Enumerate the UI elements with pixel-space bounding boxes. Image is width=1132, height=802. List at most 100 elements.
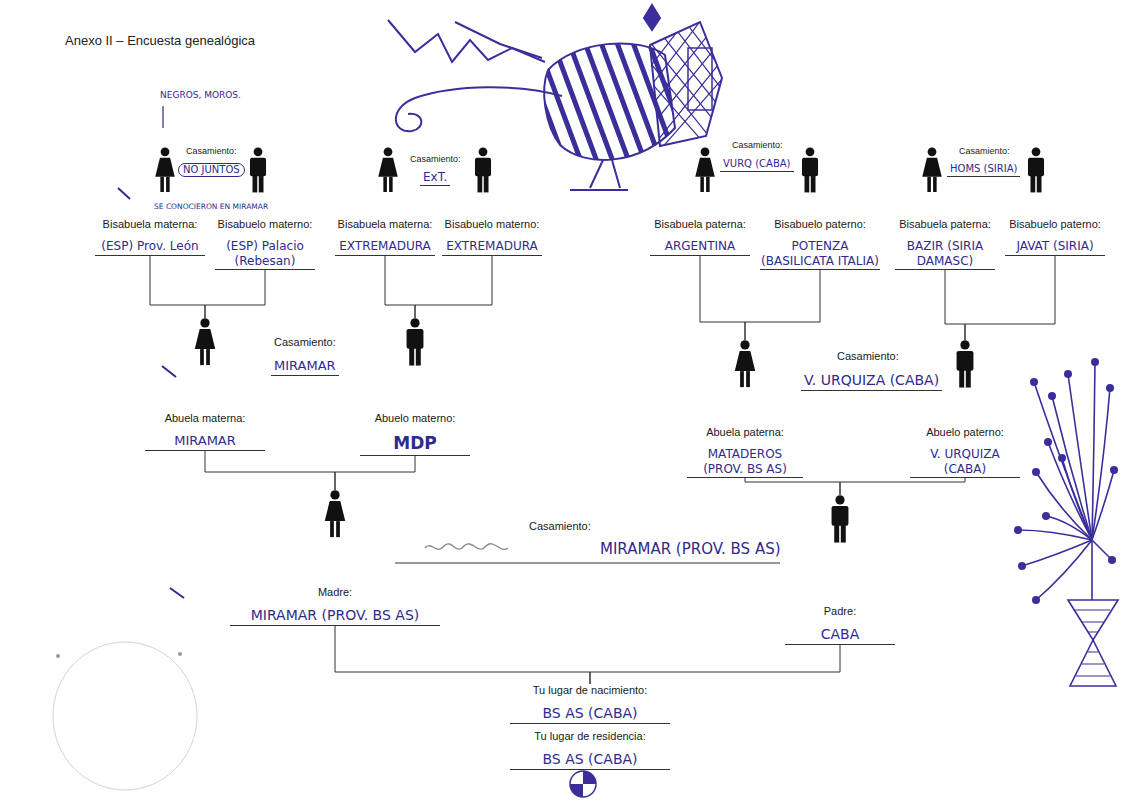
family-bracket <box>945 270 965 340</box>
family-bracket <box>965 256 1055 340</box>
family-bracket <box>385 256 415 318</box>
ball-doodle <box>570 771 596 797</box>
person-icon <box>1028 147 1044 192</box>
field-value: BS AS (CABA) <box>510 705 670 724</box>
person-icon <box>403 318 427 366</box>
marriage-label: Casamiento: <box>837 350 899 363</box>
field-label: Tu lugar de nacimiento: <box>510 684 670 697</box>
tick-mark <box>118 188 130 199</box>
handwritten-note: MIRAMAR <box>271 358 339 376</box>
field-value: MDP <box>360 433 470 455</box>
person-field: Bisabuela materna: (ESP) Prov. León <box>95 218 205 256</box>
family-bracket <box>205 270 265 318</box>
scribble <box>425 544 508 550</box>
person-field: Bisabuela paterna: BAZIR (SIRIA DAMASC) <box>895 218 995 270</box>
note-leader <box>162 106 163 128</box>
field-label: Bisabuela materna: <box>335 218 435 231</box>
handwritten-note: HOMS (SIRIA) <box>947 163 1020 177</box>
person-field: Abuelo paterno: V. URQUIZA (CABA) <box>910 340 1020 478</box>
field-label: Tu lugar de residencia: <box>510 730 670 743</box>
marriage-label: Casamiento: <box>274 336 336 349</box>
marriage-line <box>395 563 780 564</box>
person-field: Madre: MIRAMAR (PROV. BS AS) <box>230 490 440 626</box>
field-value: V. URQUIZA (CABA) <box>910 447 1020 478</box>
person-icon <box>193 318 217 366</box>
field-value: POTENZA (BASILICATA ITALIA) <box>760 239 880 270</box>
field-value: (ESP) Prov. León <box>95 239 205 255</box>
person-field: Bisabuela paterna: ARGENTINA <box>650 218 750 256</box>
field-value: JAVAT (SIRIA) <box>1005 239 1105 255</box>
family-bracket <box>335 456 415 490</box>
field-label: Abuela paterna: <box>687 426 803 439</box>
person-field: Bisabuelo materno: (ESP) Palacio (Rebesan… <box>215 218 315 270</box>
field-value: (ESP) Palacio (Rebesan) <box>215 239 315 270</box>
family-bracket <box>335 626 590 684</box>
field-label: Abuela materna: <box>145 412 265 425</box>
family-bracket <box>745 478 840 495</box>
handwritten-note: V. URQUIZA (CABA) <box>801 372 942 391</box>
person-icon <box>695 147 714 192</box>
field-value: CABA <box>785 626 895 645</box>
family-bracket <box>745 270 820 340</box>
field-label: Bisabuela paterna: <box>895 218 995 231</box>
person-icon <box>802 147 818 192</box>
person-icon <box>922 147 941 192</box>
field-value: ARGENTINA <box>650 239 750 255</box>
field-label: Bisabuelo materno: <box>442 218 542 231</box>
person-field: Tu lugar de nacimiento: BS AS (CABA) Tu lu… <box>510 684 670 770</box>
field-value: MIRAMAR (PROV. BS AS) <box>230 607 440 626</box>
handwritten-note: SE CONOCIERON EN MIRAMAR <box>154 202 268 211</box>
flower-doodle <box>1018 362 1118 686</box>
handwritten-note: MIRAMAR (PROV. BS AS) <box>600 540 781 558</box>
dot <box>178 652 182 656</box>
family-bracket <box>590 645 840 684</box>
field-value: BAZIR (SIRIA DAMASC) <box>895 239 995 270</box>
person-field: Padre: CABA <box>785 495 895 645</box>
person-field: Abuela paterna: MATADEROS (PROV. BS AS) <box>687 340 803 478</box>
person-field: Bisabuela materna: EXTREMADURA <box>335 218 435 256</box>
marriage-label: Casamiento: <box>959 146 1010 157</box>
tick-mark <box>162 366 176 377</box>
person-field: Abuela materna:MIRAMAR <box>145 318 265 451</box>
person-icon <box>378 147 397 192</box>
family-bracket <box>150 256 205 318</box>
handwritten-note: NO JUNTOS <box>178 163 245 177</box>
family-bracket <box>415 256 492 318</box>
form-title: Anexo II – Encuesta genealógica <box>65 33 255 48</box>
field-value: MATADEROS (PROV. BS AS) <box>687 447 803 478</box>
person-icon <box>475 147 491 192</box>
person-field: Abuelo materno: MDP <box>360 318 470 456</box>
marriage-label: Casamiento: <box>410 154 461 165</box>
lantern-doodle <box>388 5 730 190</box>
handwritten-note: NEGROS, MOROS. <box>160 90 241 101</box>
person-icon <box>323 490 347 538</box>
family-bracket <box>700 256 745 340</box>
person-icon <box>250 147 266 192</box>
flower-petals <box>1014 358 1118 604</box>
family-bracket <box>205 451 335 490</box>
family-bracket <box>840 478 965 495</box>
field-label: Abuelo paterno: <box>910 426 1020 439</box>
field-value: BS AS (CABA) <box>510 751 670 770</box>
field-label: Bisabuelo paterno: <box>760 218 880 231</box>
field-label: Bisabuela materna: <box>95 218 205 231</box>
handwritten-note: ExT. <box>420 170 450 186</box>
field-label: Abuelo materno: <box>360 412 470 425</box>
field-value: EXTREMADURA <box>335 239 435 255</box>
person-field: Bisabuelo paterno: POTENZA (BASILICATA IT… <box>760 218 880 270</box>
field-label: Bisabuela paterna: <box>650 218 750 231</box>
marriage-label: Casamiento: <box>529 520 591 533</box>
marriage-label: Casamiento: <box>732 140 783 151</box>
person-icon <box>733 340 757 388</box>
person-icon <box>155 147 174 192</box>
field-label: Bisabuelo paterno: <box>1005 218 1105 231</box>
person-field: Bisabuelo materno:EXTREMADURA <box>442 218 542 256</box>
tick-mark <box>170 588 184 598</box>
handwritten-note: VURQ (CABA) <box>720 158 794 172</box>
field-label: Bisabuelo materno: <box>215 218 315 231</box>
field-label: Madre: <box>230 586 440 599</box>
dot <box>56 654 60 658</box>
person-field: Bisabuelo paterno: JAVAT (SIRIA) <box>1005 218 1105 256</box>
field-label: Padre: <box>785 605 895 618</box>
